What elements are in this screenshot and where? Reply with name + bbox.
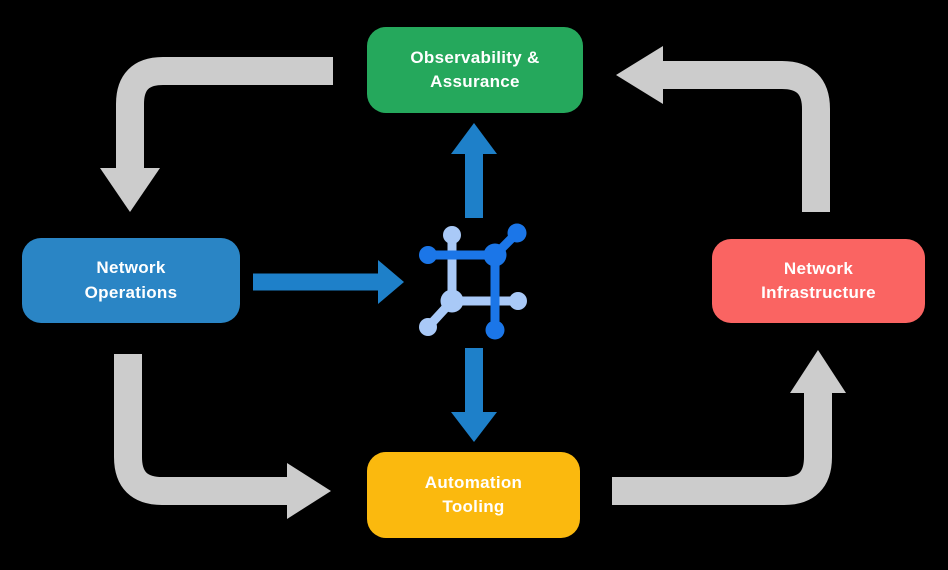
node-network-operations: Network Operations bbox=[22, 238, 240, 323]
arrow-icon-to-automation bbox=[451, 348, 497, 442]
arrow-icon-to-observability bbox=[451, 123, 497, 218]
arrow-infrastructure-to-observability bbox=[616, 46, 830, 212]
node-label-line: Observability & bbox=[410, 47, 540, 67]
arrow-observability-to-operations bbox=[100, 57, 333, 212]
node-label-line: Network bbox=[96, 258, 166, 278]
node-label-line: Network bbox=[783, 258, 854, 278]
network-mesh-icon bbox=[419, 223, 527, 340]
node-observability-assurance: Observability & Assurance bbox=[367, 27, 583, 113]
network-mesh-icon-dark-path bbox=[419, 223, 527, 340]
arrow-automation-to-infrastructure bbox=[612, 350, 846, 505]
node-automation-tooling: Automation Tooling bbox=[367, 452, 580, 538]
node-label-line: Automation bbox=[424, 472, 523, 492]
arrow-operations-to-automation bbox=[114, 354, 331, 519]
node-network-infrastructure: Network Infrastructure bbox=[712, 239, 925, 323]
node-label-line: Operations bbox=[84, 282, 178, 302]
node-label-line: Infrastructure bbox=[761, 283, 876, 302]
arrow-operations-to-icon bbox=[253, 260, 404, 304]
node-label-line: Assurance bbox=[430, 72, 520, 91]
network-mesh-icon-light-path bbox=[419, 226, 527, 336]
node-label-line: Tooling bbox=[442, 497, 505, 516]
